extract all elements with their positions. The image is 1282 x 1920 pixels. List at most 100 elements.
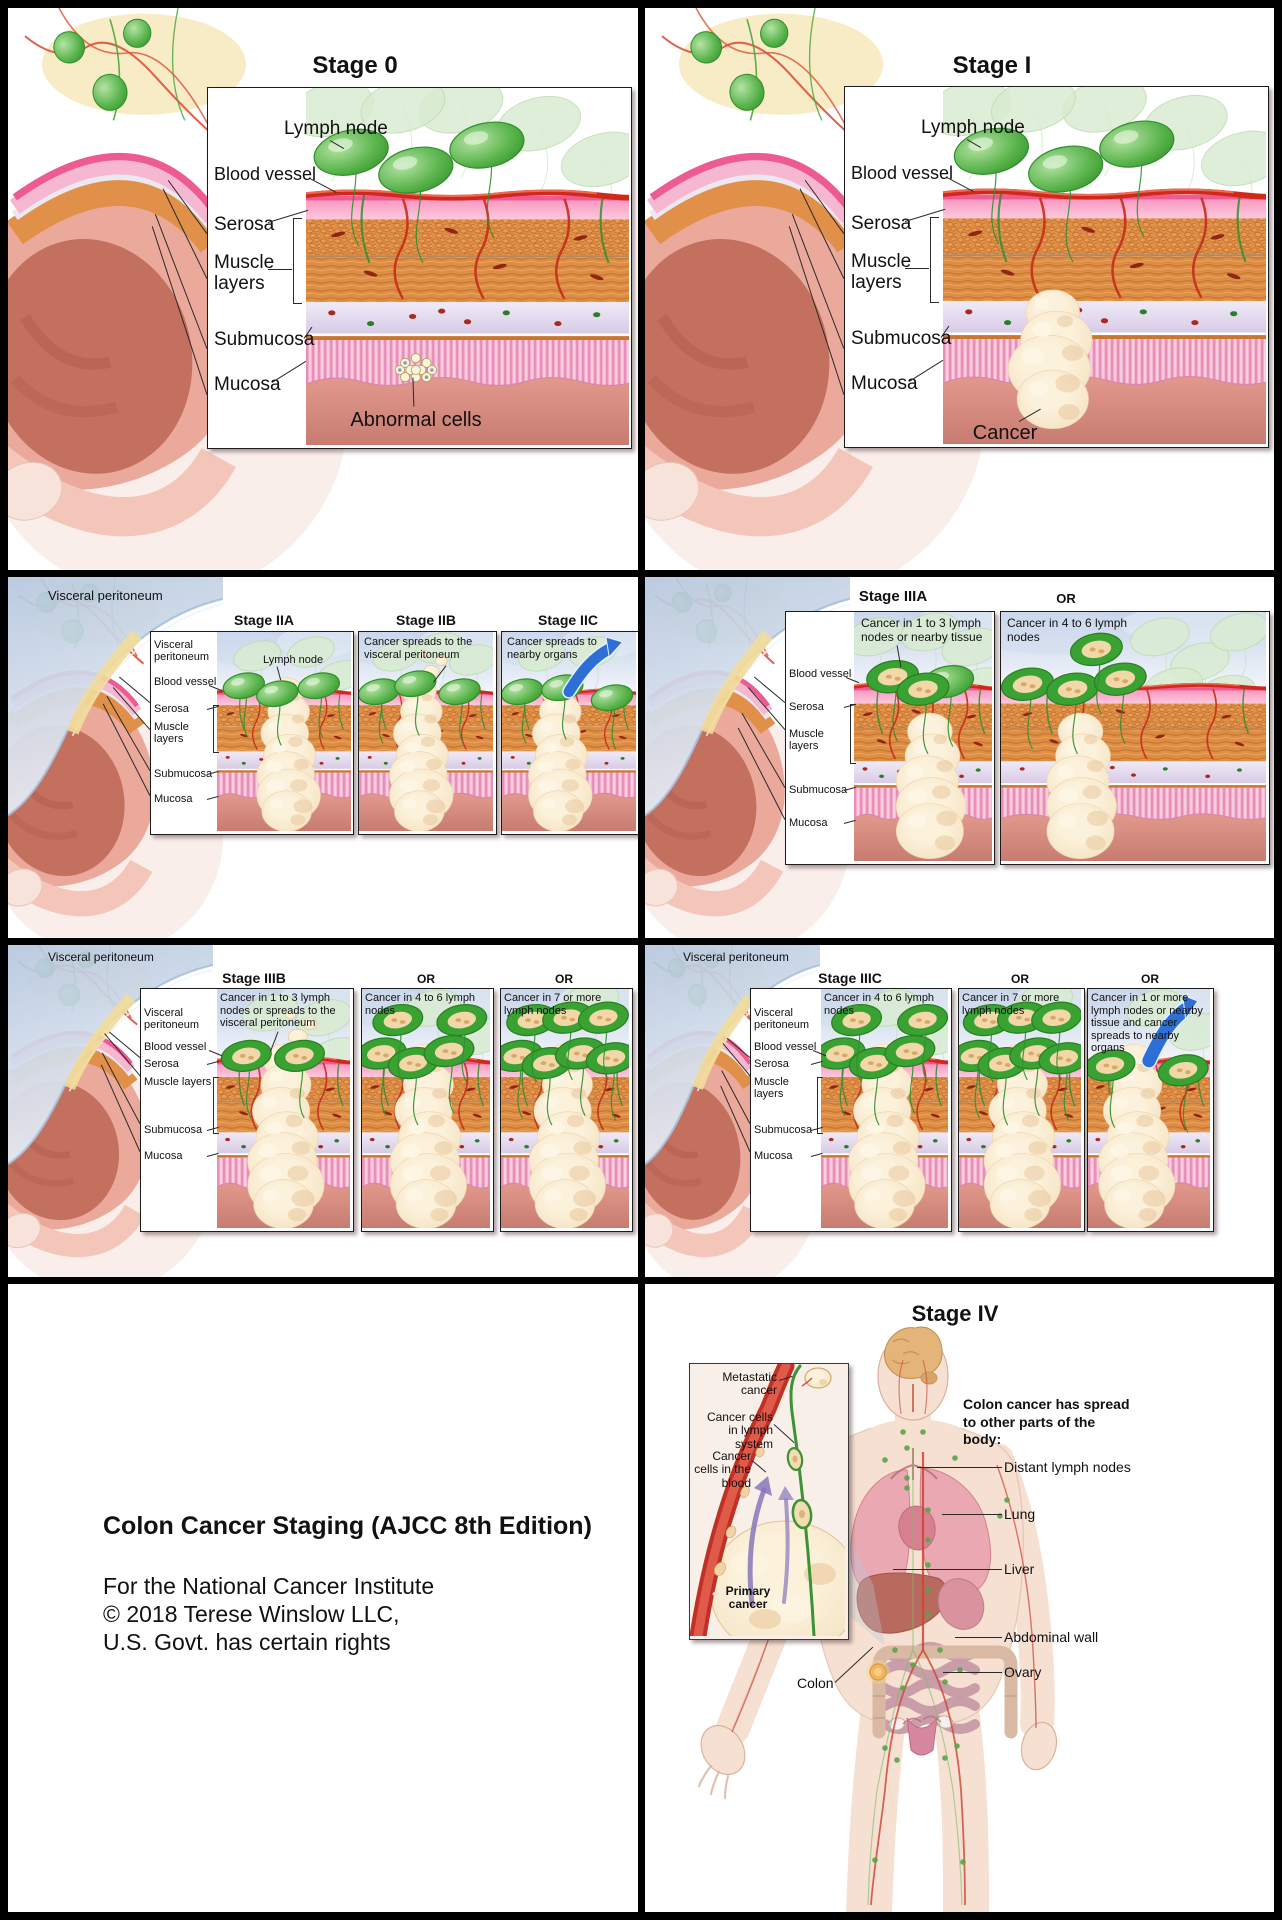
vessel-inset-illustration — [690, 1364, 845, 1636]
or-divider: OR — [1056, 591, 1076, 606]
or-divider-1: OR — [1011, 972, 1029, 986]
label-submucosa: Submucosa — [789, 784, 848, 796]
pointer-line — [908, 359, 944, 383]
tissue-cross-section — [959, 989, 1081, 1228]
label-abdominal-wall: Abdominal wall — [1004, 1629, 1099, 1645]
label-mucosa: Mucosa — [789, 817, 828, 829]
stage-1-inset-box: Lymph node Blood vessel Serosa Muscle la… — [844, 86, 1269, 448]
label-lymph-node: Lymph node — [284, 118, 388, 139]
stage-iiic-title: Stage IIIC — [818, 970, 882, 986]
stage-0-title: Stage 0 — [312, 52, 398, 79]
tissue-cross-section — [362, 989, 490, 1228]
stage-iiic-caption-3: Cancer in 1 or more lymph nodes or nearb… — [1091, 992, 1203, 1055]
panel-stage-3c: Visceral peritoneum Stage IIIC OR OR Vis… — [645, 945, 1274, 1277]
label-blood-vessel: Blood vessel — [754, 1041, 817, 1053]
pointer-line — [893, 1569, 1002, 1571]
label-cancer-cells-lymph: Cancer cells in lymph system — [706, 1410, 773, 1451]
label-abnormal-cells: Abnormal cells — [350, 409, 482, 431]
label-visceral-peritoneum: Visceral peritoneum — [683, 950, 789, 964]
stage-iiib-title: Stage IIIB — [222, 970, 286, 986]
muscle-layers-bracket — [817, 1077, 823, 1134]
label-muscle-layers: Muscle layers — [144, 1076, 212, 1088]
stage-0-inset-box: Lymph node Blood vessel Serosa Muscle la… — [207, 87, 632, 449]
stage-iiia-caption-1: Cancer in 1 to 3 lymph nodes or nearby t… — [861, 616, 983, 644]
figure-subline-3: U.S. Govt. has certain rights — [103, 1629, 391, 1655]
stage-iic-caption: Cancer spreads to nearby organs — [507, 636, 597, 661]
label-blood-vessel: Blood vessel — [214, 164, 317, 184]
label-cancer-cells-blood: Cancer cells in the blood — [694, 1449, 751, 1490]
label-ovary: Ovary — [1004, 1664, 1042, 1680]
panel-stage-2: Visceral peritoneum Stage IIA Stage IIB … — [8, 577, 638, 938]
label-metastatic-cancer: Metastatic cancer — [722, 1370, 777, 1398]
label-serosa: Serosa — [154, 703, 189, 715]
panel-stage-0: Stage 0 Lymph node Blood vessel Serosa M… — [8, 8, 638, 570]
label-muscle-layers: Muscle layers — [154, 721, 189, 746]
panel-title-block: Colon Cancer Staging (AJCC 8th Edition) … — [8, 1284, 638, 1912]
muscle-layers-bracket — [850, 704, 856, 764]
label-serosa: Serosa — [754, 1058, 789, 1070]
label-primary-cancer: Primary cancer — [725, 1584, 771, 1612]
stage-iiia-caption-2: Cancer in 4 to 6 lymph nodes — [1007, 616, 1128, 644]
label-muscle-layers: Muscle layers — [851, 251, 912, 294]
label-submucosa: Submucosa — [851, 328, 952, 349]
tissue-cross-section — [502, 632, 636, 831]
tissue-cross-section — [217, 989, 350, 1228]
label-submucosa: Submucosa — [154, 768, 213, 780]
label-lung: Lung — [1004, 1506, 1036, 1522]
figure-subline-1: For the National Cancer Institute — [103, 1573, 435, 1599]
stage-iiia-box-2 — [1000, 611, 1270, 865]
label-submucosa: Submucosa — [754, 1124, 813, 1136]
pointer-line — [268, 269, 292, 271]
muscle-layers-bracket — [930, 217, 939, 303]
label-colon: Colon — [797, 1675, 834, 1691]
figure-subline-2: © 2018 Terese Winslow LLC, — [103, 1601, 400, 1627]
stage-iib-caption: Cancer spreads to the visceral peritoneu… — [364, 636, 473, 661]
tissue-cross-section — [306, 88, 629, 445]
label-muscle-layers: Muscle layers — [754, 1076, 789, 1101]
label-distant-lymph-nodes: Distant lymph nodes — [1004, 1459, 1131, 1475]
label-blood-vessel: Blood vessel — [851, 163, 954, 183]
label-visceral-peritoneum: Visceral peritoneum — [754, 1007, 810, 1032]
or-divider-2: OR — [1141, 972, 1159, 986]
panel-stage-4: Stage IV Metastatic cancer Cancer cells … — [645, 1284, 1274, 1912]
label-submucosa: Submucosa — [144, 1124, 203, 1136]
panel-stage-3b: Visceral peritoneum Stage IIIB OR OR Vis… — [8, 945, 638, 1277]
label-mucosa: Mucosa — [144, 1150, 183, 1162]
or-divider-2: OR — [555, 972, 573, 986]
label-mucosa: Mucosa — [214, 374, 281, 395]
stage-iiib-caption-3: Cancer in 7 or more lymph nodes — [504, 992, 602, 1017]
pointer-line — [917, 1467, 1002, 1469]
label-serosa: Serosa — [144, 1058, 179, 1070]
stage-iic-title: Stage IIC — [538, 612, 598, 628]
stage-iiib-box-2 — [361, 988, 494, 1232]
label-mucosa: Mucosa — [754, 1150, 793, 1162]
tissue-cross-section — [359, 632, 493, 831]
stage-iiib-caption-1: Cancer in 1 to 3 lymph nodes or spreads … — [220, 992, 336, 1030]
label-visceral-peritoneum: Visceral peritoneum — [154, 639, 210, 664]
tissue-cross-section — [501, 989, 629, 1228]
stage-iia-title: Stage IIA — [234, 612, 294, 628]
tissue-cross-section — [1088, 989, 1210, 1228]
stage-iiic-box-3 — [1087, 988, 1214, 1232]
label-visceral-peritoneum: Visceral peritoneum — [48, 588, 163, 603]
stage-iib-box — [358, 631, 497, 835]
stage-1-title: Stage I — [952, 52, 1032, 79]
label-mucosa: Mucosa — [851, 373, 918, 394]
label-blood-vessel: Blood vessel — [154, 676, 217, 688]
tissue-cross-section — [943, 87, 1266, 444]
label-muscle-layers: Muscle layers — [789, 728, 824, 753]
label-submucosa: Submucosa — [214, 329, 315, 350]
tissue-cross-section — [821, 989, 948, 1228]
stage-4-inset-box — [689, 1363, 849, 1640]
label-serosa: Serosa — [789, 701, 824, 713]
label-serosa: Serosa — [851, 213, 912, 234]
pointer-line — [942, 1514, 1002, 1516]
colon-illustration — [645, 8, 985, 570]
stage-iiic-caption-2: Cancer in 7 or more lymph nodes — [962, 992, 1060, 1017]
muscle-layers-bracket — [293, 218, 302, 304]
label-visceral-peritoneum: Visceral peritoneum — [48, 950, 154, 964]
